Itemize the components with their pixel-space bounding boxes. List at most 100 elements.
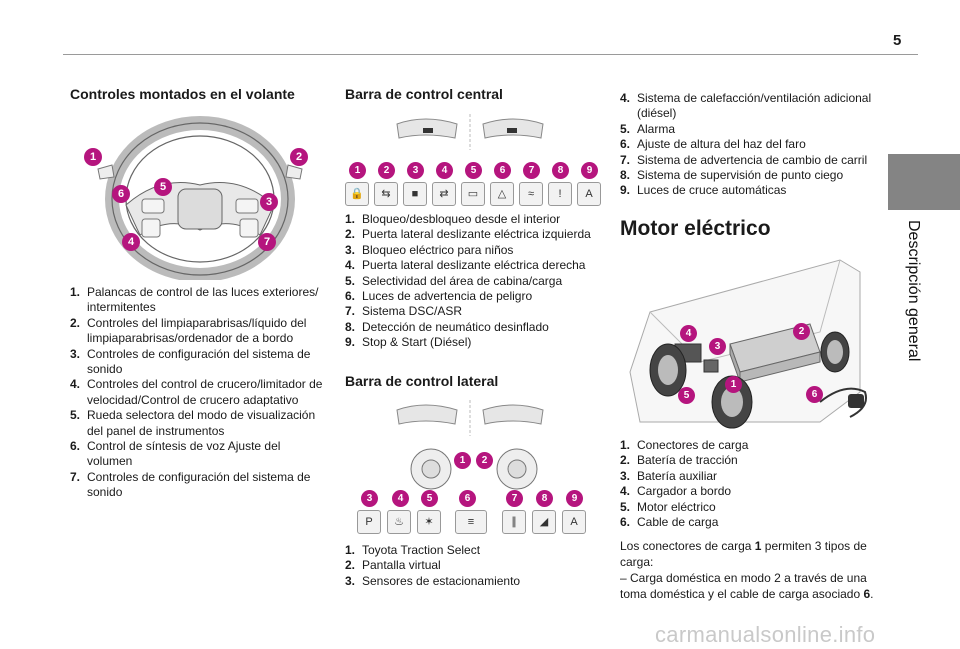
list-item: 7.Sistema de advertencia de cambio de ca… bbox=[620, 152, 868, 167]
list-item: 7.Sistema DSC/ASR bbox=[345, 304, 463, 319]
list-item: 5.Rueda selectora del modo de visualizac… bbox=[70, 408, 316, 438]
list-item: 2.Pantalla virtual bbox=[345, 558, 441, 573]
auto-beam-icon: A bbox=[562, 510, 586, 534]
dashboard-silhouette-side bbox=[396, 400, 544, 436]
side-bar-title: Barra de control lateral bbox=[345, 373, 499, 389]
list-item: 2.Batería de tracción bbox=[620, 453, 738, 468]
list-item: 1.Bloqueo/desbloqueo desde el interior bbox=[345, 212, 561, 226]
list-item: 3.Controles de configuración del sistema… bbox=[70, 346, 311, 377]
list-item: 5.Motor eléctrico bbox=[620, 499, 716, 514]
list-item: 2.Puerta lateral deslizante eléctrica iz… bbox=[345, 227, 591, 242]
list-item: 5.Alarma bbox=[620, 121, 676, 136]
list-item: 6.Cable de carga bbox=[620, 515, 719, 530]
top-rule bbox=[63, 54, 918, 55]
center-callout-6: 6 bbox=[494, 162, 511, 179]
steering-callout-6: 6 bbox=[112, 185, 130, 203]
center-callout-7: 7 bbox=[523, 162, 540, 179]
rotary-knobs bbox=[410, 448, 538, 490]
side-bar-items-continued: 4.Sistema de calefacción/ventilación adi… bbox=[620, 91, 875, 199]
center-bar-items-list: 1.Bloqueo/desbloqueo desde el interior 2… bbox=[345, 212, 605, 351]
list-item: 5.Selectividad del área de cabina/carga bbox=[345, 273, 563, 288]
heater-icon: ♨ bbox=[387, 510, 411, 534]
center-callout-9: 9 bbox=[581, 162, 598, 179]
center-bar-title: Barra de control central bbox=[345, 86, 503, 102]
headlight-height-icon: ≡ bbox=[455, 510, 487, 534]
list-item: 2.Controles del limpiaparabrisas/líquido… bbox=[70, 315, 307, 346]
list-item: 3.Bloqueo eléctrico para niños bbox=[345, 242, 514, 257]
list-item: 6.Ajuste de altura del haz del faro bbox=[620, 137, 806, 152]
list-item: 8.Sistema de supervisión de punto ciego bbox=[620, 168, 844, 183]
hazard-icon: △ bbox=[490, 182, 514, 206]
cabin-cargo-icon: ▭ bbox=[461, 182, 485, 206]
blind-spot-icon: ◢ bbox=[532, 510, 556, 534]
left-slide-door-icon: ⇆ bbox=[374, 182, 398, 206]
list-item: 1.Palancas de control de las luces exter… bbox=[70, 285, 319, 315]
list-item: 9.Luces de cruce automáticas bbox=[620, 183, 787, 198]
steering-callout-5: 5 bbox=[154, 178, 172, 196]
center-callout-5: 5 bbox=[465, 162, 482, 179]
list-item: 3.Batería auxiliar bbox=[620, 468, 718, 483]
side-bar-items-list: 1.Toyota Traction Select 2.Pantalla virt… bbox=[345, 543, 605, 589]
motor-section-title: Motor eléctrico bbox=[620, 217, 771, 240]
ev-chassis-illustration bbox=[629, 259, 867, 429]
list-item: 7.Controles de configuración del sistema… bbox=[70, 469, 311, 500]
center-callout-4: 4 bbox=[436, 162, 453, 179]
charging-paragraph: Los conectores de carga 1 permiten 3 tip… bbox=[620, 539, 874, 601]
side-callout-9: 9 bbox=[566, 490, 583, 507]
alarm-icon: ✶ bbox=[417, 510, 441, 534]
list-item: 6.Control de síntesis de voz Ajuste del … bbox=[70, 439, 281, 469]
electric-motor-figure: 1 2 3 4 5 6 bbox=[620, 252, 875, 432]
dashboard-silhouette bbox=[396, 114, 544, 150]
steering-callout-3: 3 bbox=[260, 193, 278, 211]
steering-callout-2: 2 bbox=[290, 148, 308, 166]
list-item: 6.Luces de advertencia de peligro bbox=[345, 289, 533, 304]
steering-callout-4: 4 bbox=[122, 233, 140, 251]
list-item: 1.Conectores de carga bbox=[620, 438, 749, 452]
center-callout-8: 8 bbox=[552, 162, 569, 179]
steering-callout-1: 1 bbox=[84, 148, 102, 166]
side-callout-2: 2 bbox=[476, 452, 493, 469]
list-item: 4.Controles del control de crucero/limit… bbox=[70, 377, 323, 407]
center-bar-figure: 1 2 3 4 5 6 7 8 9 🔒 ⇆ ■ ⇄ ▭ △ ≈ ! A bbox=[345, 112, 605, 206]
dsc-asr-icon: ≈ bbox=[519, 182, 543, 206]
side-callout-8: 8 bbox=[536, 490, 553, 507]
center-callout-1: 1 bbox=[349, 162, 366, 179]
side-callout-4: 4 bbox=[392, 490, 409, 507]
lane-warning-icon: ∥ bbox=[502, 510, 526, 534]
steering-items-list: 1.Palancas de control de las luces exter… bbox=[70, 285, 328, 501]
side-callout-7: 7 bbox=[506, 490, 523, 507]
steering-title: Controles montados en el volante bbox=[70, 86, 295, 102]
motor-callout-1: 1 bbox=[725, 376, 742, 393]
motor-callout-4: 4 bbox=[680, 325, 697, 342]
watermark: carmanualsonline.info bbox=[655, 622, 876, 647]
list-item: 9.Stop & Start (Diésel) bbox=[345, 335, 472, 350]
motor-callout-3: 3 bbox=[709, 338, 726, 355]
lock-icon: 🔒 bbox=[345, 182, 369, 206]
side-callout-5: 5 bbox=[421, 490, 438, 507]
stop-start-icon: A bbox=[577, 182, 601, 206]
right-slide-door-icon: ⇄ bbox=[432, 182, 456, 206]
child-lock-icon: ■ bbox=[403, 182, 427, 206]
motor-items-list: 1.Conectores de carga 2.Batería de tracc… bbox=[620, 438, 875, 530]
tire-pressure-icon: ! bbox=[548, 182, 572, 206]
list-item: 3.Sensores de estacionamiento bbox=[345, 573, 521, 588]
side-callout-3: 3 bbox=[361, 490, 378, 507]
list-item: 4.Sistema de calefacción/ventilación adi… bbox=[620, 91, 872, 121]
motor-callout-2: 2 bbox=[793, 323, 810, 340]
motor-callout-6: 6 bbox=[806, 386, 823, 403]
steering-callout-7: 7 bbox=[258, 233, 276, 251]
side-callout-1: 1 bbox=[454, 452, 471, 469]
steering-wheel-figure: 1 2 3 4 5 6 7 bbox=[80, 115, 320, 282]
motor-callout-5: 5 bbox=[678, 387, 695, 404]
center-callout-2: 2 bbox=[378, 162, 395, 179]
center-callout-3: 3 bbox=[407, 162, 424, 179]
side-tab-title: Descripción general bbox=[905, 220, 922, 362]
list-item: 1.Toyota Traction Select bbox=[345, 543, 481, 557]
list-item: 4.Puerta lateral deslizante eléctrica de… bbox=[345, 258, 586, 273]
side-bar-figure: 1 2 3 4 5 6 7 8 9 P ♨ ✶ ≡ ∥ ◢ A bbox=[345, 398, 605, 536]
list-item: 4.Cargador a bordo bbox=[620, 484, 732, 499]
page-number: 5 bbox=[893, 32, 902, 49]
side-callout-6: 6 bbox=[459, 490, 476, 507]
side-tab bbox=[888, 154, 960, 210]
list-item: 8.Detección de neumático desinflado bbox=[345, 319, 549, 334]
